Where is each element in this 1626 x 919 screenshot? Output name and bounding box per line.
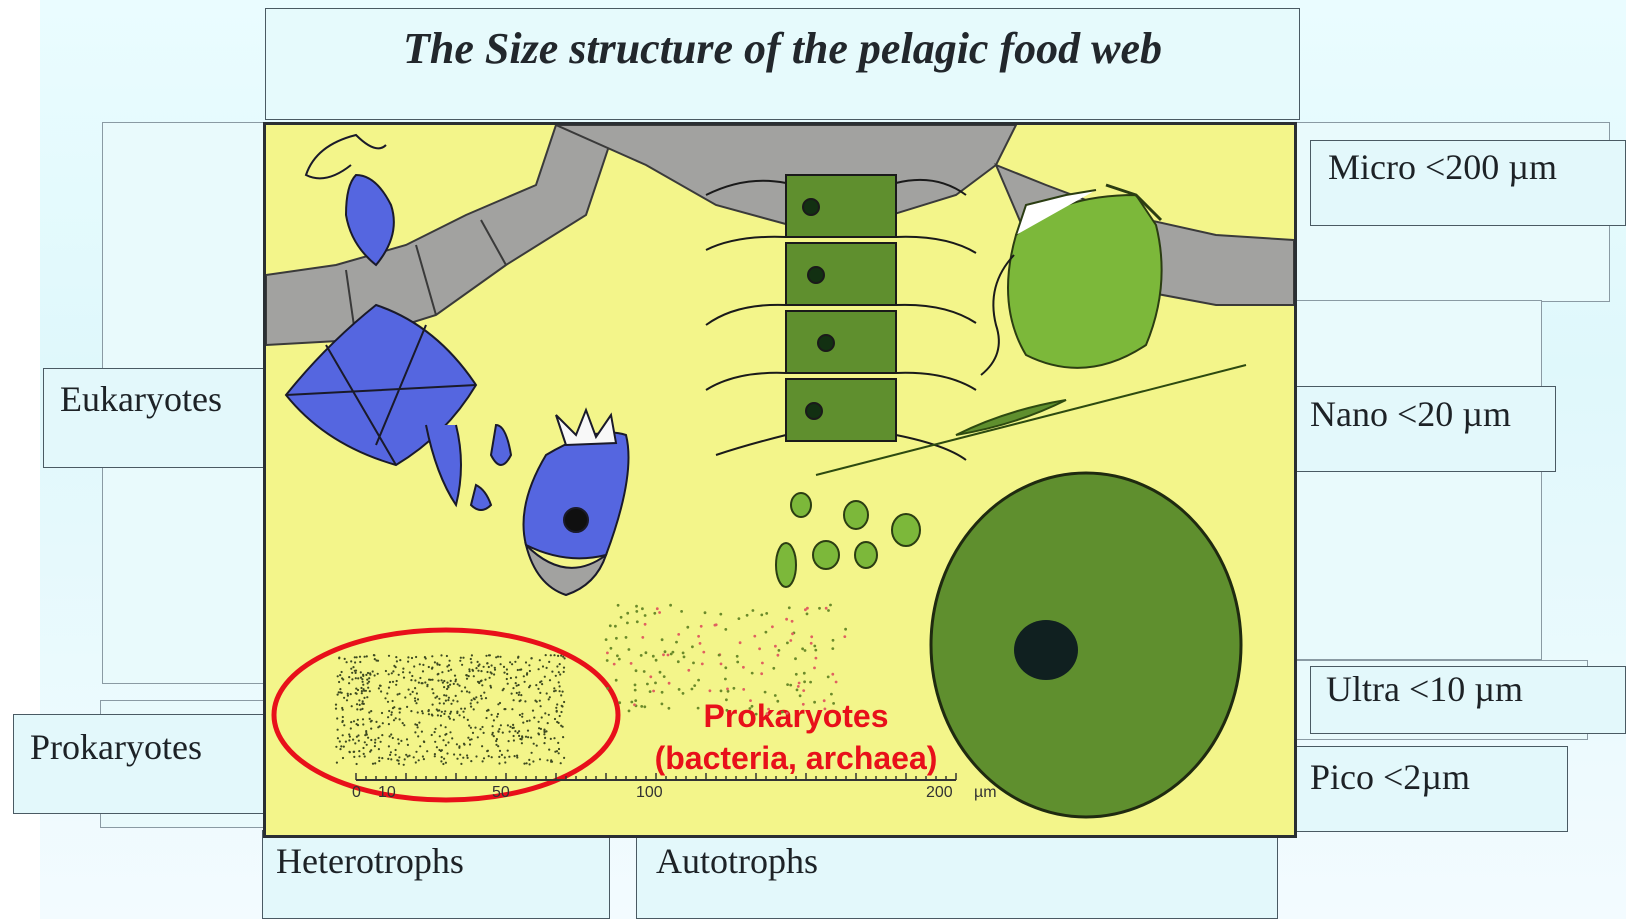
ultra-label: Ultra <10 µm bbox=[1326, 668, 1523, 710]
eukaryotes-label: Eukaryotes bbox=[60, 378, 222, 420]
scale-tick-200: 200 bbox=[926, 784, 953, 801]
scale-tick-100: 100 bbox=[636, 784, 663, 801]
pico-label: Pico <2µm bbox=[1310, 756, 1470, 798]
scale-tick-50: 50 bbox=[492, 784, 510, 801]
title-box: The Size structure of the pelagic food w… bbox=[265, 8, 1300, 120]
prokaryotes-annotation-line2: (bacteria, archaea) bbox=[655, 740, 938, 776]
page-title: The Size structure of the pelagic food w… bbox=[266, 23, 1299, 74]
scale-tick-10: 10 bbox=[378, 784, 396, 801]
micro-label: Micro <200 µm bbox=[1328, 146, 1557, 188]
food-web-illustration: Prokaryotes (bacteria, archaea) 0 10 50 … bbox=[263, 122, 1297, 838]
scale-unit: µm bbox=[974, 784, 997, 801]
centric-diatom bbox=[931, 473, 1241, 817]
nano-label: Nano <20 µm bbox=[1310, 393, 1511, 435]
nano-bracket-box bbox=[1292, 300, 1542, 660]
prokaryotes-label: Prokaryotes bbox=[30, 726, 202, 768]
scale-tick-0: 0 bbox=[352, 784, 361, 801]
autotrophs-label: Autotrophs bbox=[656, 840, 818, 882]
heterotrophs-label: Heterotrophs bbox=[276, 840, 464, 882]
prokaryotes-annotation-line1: Prokaryotes bbox=[704, 698, 889, 734]
